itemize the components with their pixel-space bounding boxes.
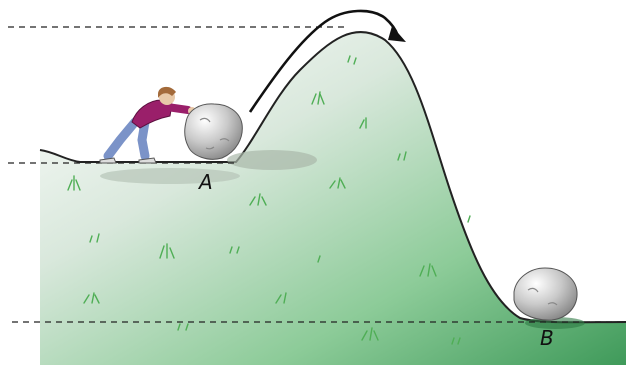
point-a-label: A	[197, 170, 213, 194]
arrow-head	[388, 26, 406, 42]
point-b-label: B	[540, 326, 554, 350]
person-pushing-icon	[99, 86, 196, 164]
grass-tufts	[67, 55, 471, 345]
hill-outline	[39, 30, 626, 324]
curved-arrow-icon	[248, 9, 400, 113]
rock-b-detail	[527, 287, 558, 306]
rock-a-shadow	[227, 150, 317, 170]
hill	[40, 31, 626, 365]
boulder-icon	[184, 103, 243, 160]
person-shadow	[100, 168, 240, 184]
rock-a-detail	[199, 117, 230, 150]
rock-b-shadow	[525, 317, 585, 329]
boulder-b-icon	[513, 267, 578, 321]
